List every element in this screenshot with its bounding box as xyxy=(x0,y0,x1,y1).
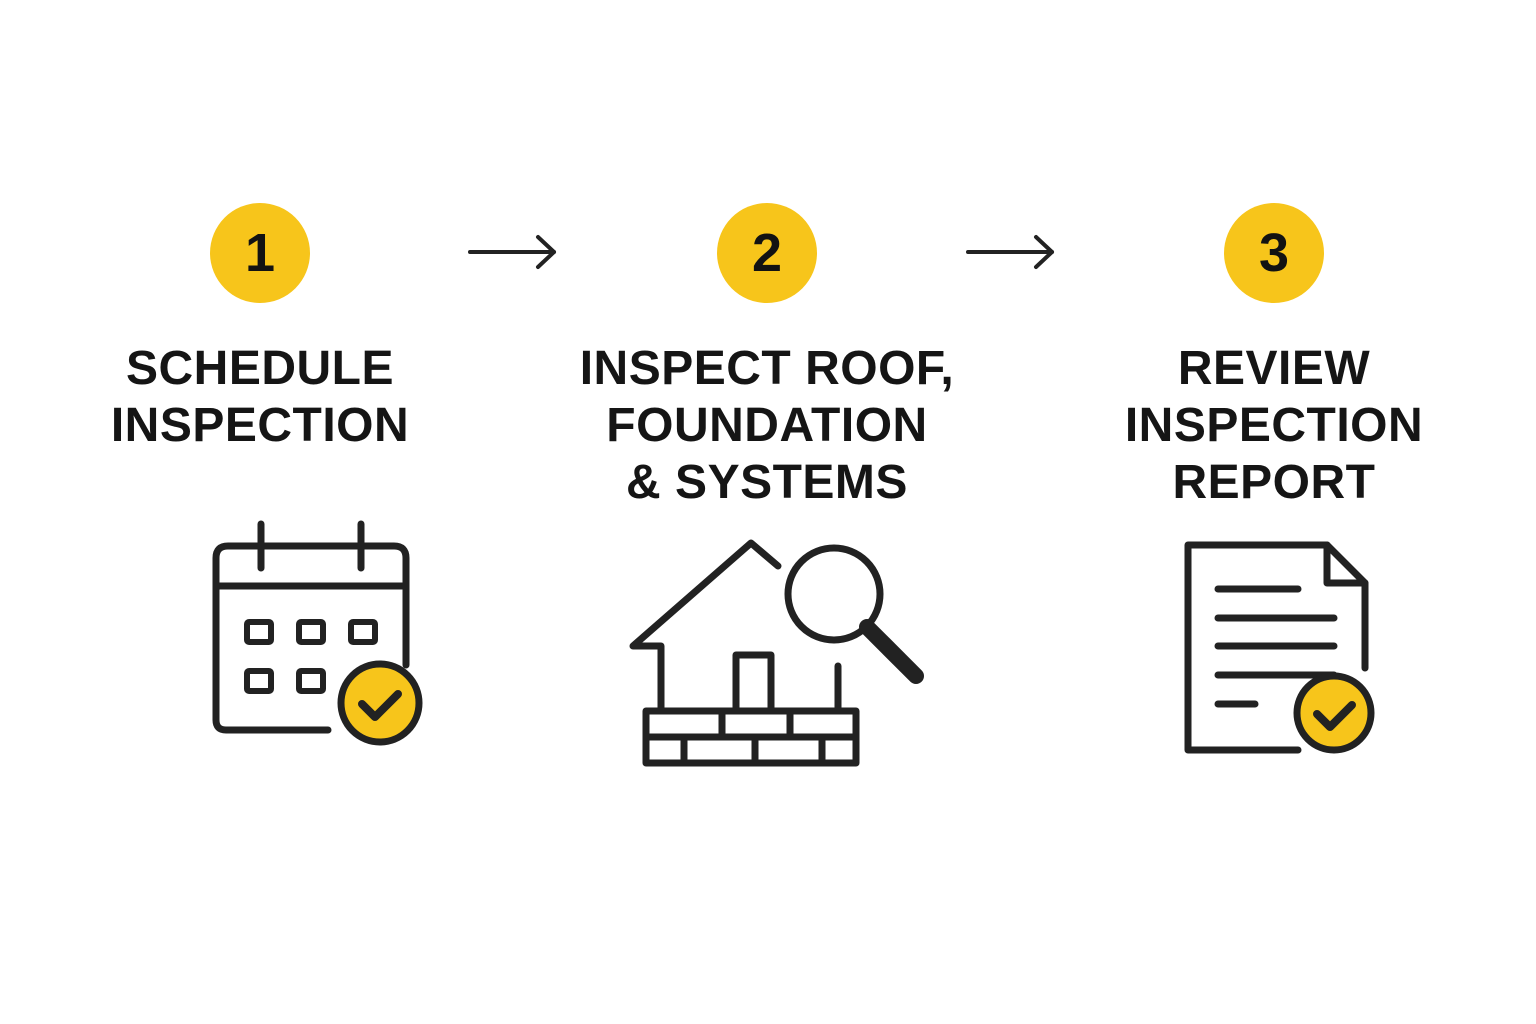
step-inspect-roof-foundation-systems: 2 INSPECT ROOF, FOUNDATION & SYSTEMS xyxy=(557,0,977,1024)
step-title-line: INSPECTION xyxy=(110,399,410,452)
step-review-inspection-report: 3 REVIEW INSPECTION REPORT xyxy=(1064,0,1484,1024)
step-title-line: & SYSTEMS xyxy=(626,456,908,509)
arrow-right-icon xyxy=(966,235,1054,269)
step-number-badge: 2 xyxy=(717,203,817,303)
calendar-check-icon xyxy=(212,520,423,746)
step-title: SCHEDULE INSPECTION xyxy=(50,340,470,454)
step-title-line: REVIEW xyxy=(1177,342,1371,395)
step-title-line: REPORT xyxy=(1172,456,1376,509)
step-number-badge: 3 xyxy=(1224,203,1324,303)
document-check-icon xyxy=(1184,541,1375,754)
step-number-badge: 1 xyxy=(210,203,310,303)
step-title-line: INSPECT ROOF, xyxy=(579,342,955,395)
step-title-line: SCHEDULE xyxy=(125,342,395,395)
arrow-right-icon xyxy=(468,235,556,269)
step-title: REVIEW INSPECTION REPORT xyxy=(1064,340,1484,511)
step-schedule-inspection: 1 SCHEDULE INSPECTION xyxy=(50,0,470,1024)
step-title-line: INSPECTION xyxy=(1124,399,1424,452)
step-title-line: FOUNDATION xyxy=(606,399,928,452)
step-title: INSPECT ROOF, FOUNDATION & SYSTEMS xyxy=(557,340,977,511)
house-magnifier-icon xyxy=(629,539,924,767)
